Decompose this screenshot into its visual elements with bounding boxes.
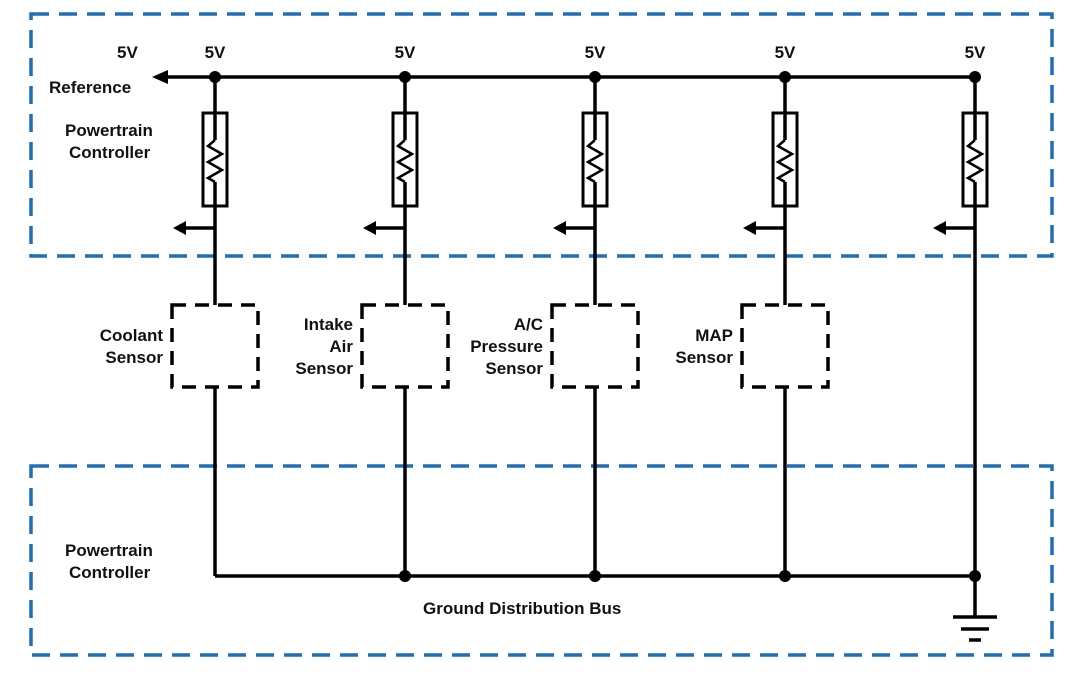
branch-voltage-label: 5V (775, 43, 796, 62)
signal-arrow-icon (743, 221, 756, 235)
branch-voltage-label: 5V (395, 43, 416, 62)
ground-junction-dot (779, 570, 791, 582)
resistor-zigzag-icon (965, 139, 985, 184)
bottom-module-label-line2: Controller (69, 563, 151, 582)
ground-bus-label: Ground Distribution Bus (423, 599, 621, 618)
branch-voltage-label: 5V (585, 43, 606, 62)
sensor-label-line: Sensor (485, 359, 543, 378)
sensor-label-line: Air (329, 337, 353, 356)
sensor-box (360, 303, 450, 389)
sensor-label-line: Sensor (295, 359, 353, 378)
reference-arrow-icon (152, 70, 168, 84)
sensor-label-line: Sensor (105, 348, 163, 367)
sensor-label-line: Intake (304, 315, 353, 334)
sensor-label-line: Sensor (675, 348, 733, 367)
signal-arrow-icon (363, 221, 376, 235)
ground-junction-dot (589, 570, 601, 582)
resistor-zigzag-icon (585, 139, 605, 184)
reference-voltage-label: 5V (117, 43, 138, 62)
resistor-zigzag-icon (205, 139, 225, 184)
sensor-label-line: Pressure (470, 337, 543, 356)
sensor-label-line: Coolant (100, 326, 164, 345)
signal-arrow-icon (553, 221, 566, 235)
sensor-label-line: MAP (695, 326, 733, 345)
sensor-box (170, 303, 260, 389)
ground-icon (953, 576, 997, 642)
bottom-module-label-line1: Powertrain (65, 541, 153, 560)
top-powertrain-controller-boundary (29, 12, 1054, 258)
resistor-zigzag-icon (775, 139, 795, 184)
top-module-label-line1: Powertrain (65, 121, 153, 140)
sensor-label-line: A/C (514, 315, 543, 334)
bottom-powertrain-controller-boundary (29, 464, 1054, 657)
signal-arrow-icon (173, 221, 186, 235)
reference-label: Reference (49, 78, 131, 97)
sensor-box (740, 303, 830, 389)
sensor-box (550, 303, 640, 389)
top-module-label-line2: Controller (69, 143, 151, 162)
ground-junction-dot (399, 570, 411, 582)
ground-junction-dot (969, 570, 981, 582)
branch-voltage-label: 5V (205, 43, 226, 62)
signal-arrow-icon (933, 221, 946, 235)
resistor-zigzag-icon (395, 139, 415, 184)
branch-voltage-label: 5V (965, 43, 986, 62)
